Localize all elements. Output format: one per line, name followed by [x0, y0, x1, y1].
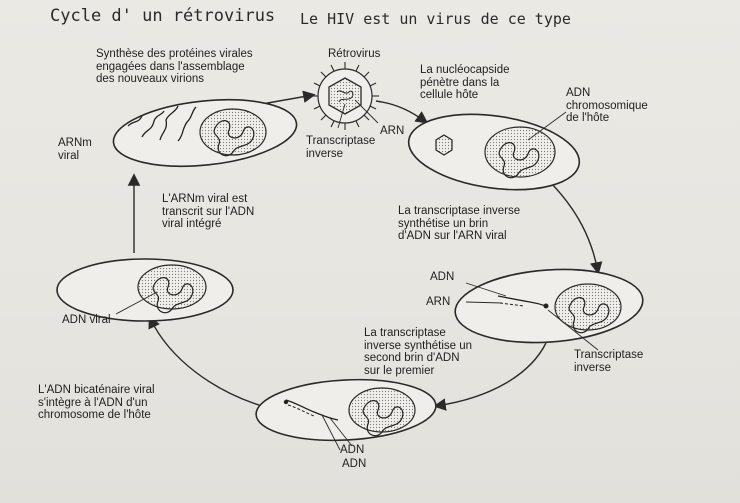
label-adn-mid: ADN: [430, 271, 455, 283]
nucleus: [348, 387, 416, 433]
arrow-virion-to-cell: [375, 100, 429, 124]
arrow-assembly-to-virion: [261, 90, 316, 105]
label-adn-bottom-1: ADN: [340, 444, 365, 456]
nucleus: [137, 264, 207, 310]
label-transcriptase-mid: Transcriptase inverse: [574, 349, 644, 374]
chromosome: [568, 297, 610, 334]
label-nucleocapside: La nucléocapside pénètre dans la cellule…: [420, 64, 510, 101]
arrow-integration: [148, 315, 266, 408]
label-adn-bicatenaire: L'ADN bicaténaire viral s'intègre à l'AD…: [38, 384, 155, 421]
cell-infected: [407, 111, 581, 191]
chromosome: [498, 142, 540, 179]
mrna-strands: [127, 105, 197, 142]
label-arn-top: ARN: [380, 125, 405, 137]
label-arnm-viral: ARNm viral: [58, 137, 92, 162]
viral-rna: [497, 295, 547, 307]
label-synthese-proteines: Synthèse des protéines virales engagées …: [96, 48, 253, 85]
nucleus: [554, 283, 622, 331]
chromosome: [213, 120, 255, 157]
retrovirus-virion: [311, 62, 379, 130]
transcriptase-dot: [543, 303, 549, 309]
label-adn-viral: ADN viral: [62, 314, 111, 326]
nucleus: [199, 108, 267, 156]
viral-dna-strand: [499, 302, 525, 307]
label-arnm-transcrit: L'ARNm viral est transcrit sur l'ADN vir…: [162, 193, 255, 230]
chromosome: [362, 400, 404, 437]
label-transcriptase-top: Transcriptase inverse: [306, 135, 376, 160]
arrow-second-strand: [433, 342, 547, 411]
label-retrovirus: Rétrovirus: [328, 48, 381, 60]
label-adn-bottom-2: ADN: [342, 458, 367, 470]
label-transcriptase-brin1: La transcriptase inverse synthétise un b…: [398, 205, 521, 242]
nucleus: [484, 126, 556, 178]
cell-mrna: [112, 98, 298, 168]
page-subtitle: Le HIV est un virus de ce type: [300, 10, 571, 28]
page-title: Cycle d' un rétrovirus: [50, 6, 276, 26]
cell-integrated: [56, 258, 234, 322]
cell-double-strand: [255, 378, 437, 451]
cell-first-strand: [454, 268, 644, 351]
chromosome: [152, 277, 194, 314]
nucleocapsid: [435, 134, 453, 156]
arrow-first-strand: [547, 179, 603, 275]
label-transcriptase-brin2: La transcriptase inverse synthétise un s…: [364, 327, 473, 377]
cycle-arrows: [127, 90, 603, 411]
label-arn-mid: ARN: [426, 296, 451, 308]
label-adn-chromosomique: ADN chromosomique de l'hôte: [566, 87, 648, 124]
